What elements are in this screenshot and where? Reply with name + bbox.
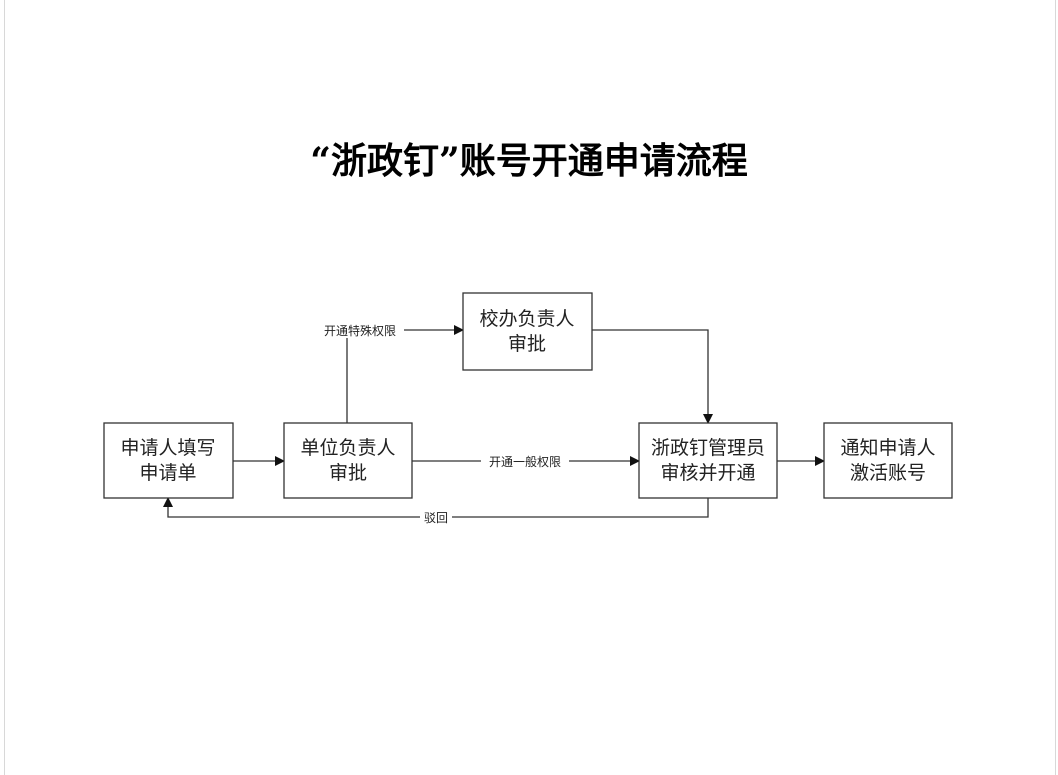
node-label: 激活账号 — [850, 462, 926, 484]
node-admin: 浙政钉管理员 审核并开通 — [638, 422, 778, 499]
node-label: 浙政钉管理员 — [651, 437, 765, 459]
label-background — [481, 453, 569, 469]
node-label: 通知申请人 — [840, 437, 935, 459]
node-unit-head: 单位负责人 审批 — [283, 422, 413, 499]
edge-label-general: 开通一般权限 — [489, 454, 561, 469]
document-page — [4, 0, 1056, 775]
edge-label-reject: 驳回 — [424, 511, 448, 525]
edge-label-special: 开通特殊权限 — [324, 323, 396, 338]
node-label: 单位负责人 — [300, 437, 395, 459]
arrow-unit-to-school-office — [346, 325, 464, 423]
node-label: 审批 — [329, 462, 367, 484]
node-label: 审核并开通 — [660, 462, 755, 484]
node-label: 校办负责人 — [479, 308, 574, 330]
node-label: 申请单 — [139, 462, 196, 484]
label-background — [420, 509, 452, 525]
page-title: “浙政钉”账号开通申请流程 — [310, 140, 748, 182]
node-school-office: 校办负责人 审批 — [462, 292, 593, 371]
node-label: 审批 — [508, 333, 546, 355]
label-background — [316, 322, 404, 338]
arrow-school-office-to-admin — [592, 329, 713, 424]
node-notify: 通知申请人 激活账号 — [823, 422, 953, 499]
node-applicant: 申请人填写 申请单 — [103, 422, 234, 499]
node-label: 申请人填写 — [120, 437, 215, 459]
